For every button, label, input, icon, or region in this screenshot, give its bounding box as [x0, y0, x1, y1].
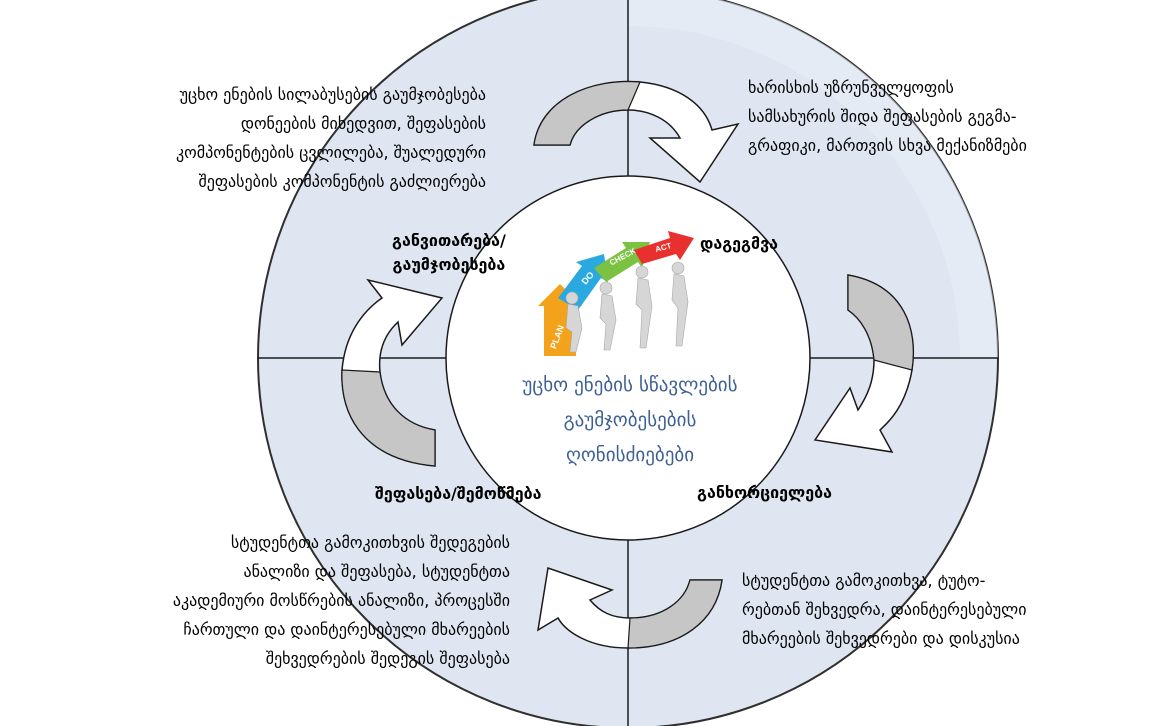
note-bottom-left: სტუდენტთა გამოკითხვის შედეგების ანალიზი … — [172, 533, 510, 668]
stage-act-label: განვითარება/ გაუმჯობესება — [392, 231, 506, 274]
note-top-left: უცხო ენების სილაბუსების გაუმჯობესება დონ… — [175, 85, 486, 191]
inner-circle — [445, 175, 811, 541]
act-arrow: ACT — [634, 231, 694, 264]
ring-highlight — [628, 0, 998, 358]
left-curved-arrow — [341, 278, 444, 467]
people-figures — [565, 261, 689, 353]
stage-check-label: შეფასება/შემოწმება — [375, 484, 542, 503]
do-arrow: DO — [558, 254, 608, 310]
stage-do-label: განხორციელება — [697, 483, 832, 502]
note-bottom-right: სტუდენტთა გამოკითხვა, ტუტო- რებთან შეხვე… — [742, 571, 1027, 648]
act-label: ACT — [654, 241, 672, 254]
note-top-right: ხარისხის უზრუნველყოფის სამსახურის შიდა შ… — [748, 78, 1027, 155]
right-curved-arrow — [813, 274, 915, 453]
bottom-curved-arrow — [537, 567, 723, 649]
stage-plan-label: დაგეგმვა — [700, 234, 778, 253]
center-title: უცხო ენების სწავლების გაუმჯობესების ღონი… — [522, 374, 738, 466]
top-curved-arrow — [533, 80, 740, 184]
pdca-illustration: PLAN DO CHECK ACT — [538, 231, 694, 356]
